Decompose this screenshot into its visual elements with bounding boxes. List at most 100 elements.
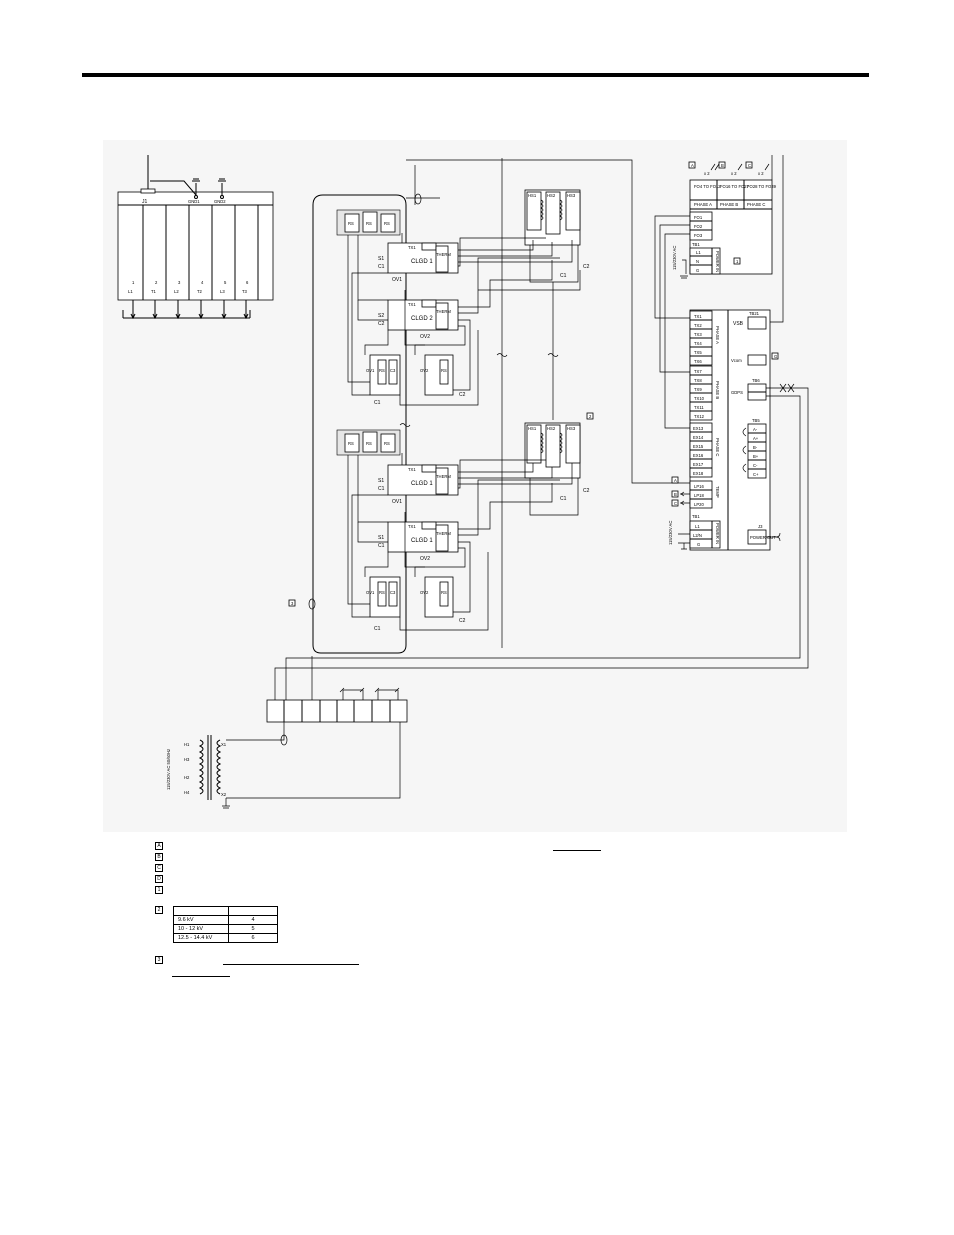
break-symbol-2	[547, 353, 559, 357]
terminal-5-num: 5	[224, 280, 227, 285]
note-a-marker: A	[155, 842, 163, 850]
tb5-b-plus: B+	[753, 454, 759, 459]
note-3-link[interactable]	[223, 964, 359, 965]
power-section: J1 GND1 GND2 1 L1 2 T1 3 L2 4 T2 5 L3	[117, 155, 274, 320]
x2-label: X2	[221, 792, 227, 797]
note-d-marker: D	[155, 875, 163, 883]
ex17-term: EX17	[693, 462, 704, 467]
tx9-term: TX9	[694, 387, 702, 392]
cell-2-wiring	[347, 453, 579, 631]
h1-label: H1	[184, 742, 190, 747]
note-mark-2-cell	[586, 412, 594, 420]
break-symbol-3	[399, 423, 411, 427]
temp-mark-a: A	[674, 478, 677, 483]
hs-2b: HS2	[547, 426, 556, 431]
fo1-term: FO1	[694, 215, 703, 220]
terminal-3-label: L2	[174, 289, 179, 294]
interface-board: TX1 TX2 TX3 TX4 TX5 TX6 PHASE A TX7 TX8 …	[668, 309, 781, 551]
s-2a: S1	[378, 478, 384, 484]
x1-label: X1	[221, 742, 227, 747]
fo3-term: FO3	[694, 233, 703, 238]
terminal-6-num: 6	[246, 280, 249, 285]
tx-2b: TX1	[408, 524, 416, 529]
hs-1b: HS2	[547, 193, 556, 198]
rs-1c: RS	[384, 221, 390, 226]
c-1a: C1	[378, 264, 385, 270]
s-1a: S1	[378, 256, 384, 262]
power-section-frame	[117, 191, 274, 301]
hs-1c: HS3	[567, 193, 576, 198]
ov-2a: OV1	[392, 499, 402, 505]
temp-mark-b: B	[674, 492, 677, 497]
ex18-term: EX18	[693, 471, 704, 476]
rs-part-1b: RS	[441, 368, 447, 373]
tb21-label: TB21	[749, 311, 760, 316]
fo-mult-a: x 2	[704, 171, 710, 176]
fo-tb1: TB1	[692, 242, 700, 247]
tx2-term: TX2	[694, 323, 702, 328]
fo-header-b-range: FO16 TO FO27	[720, 184, 750, 189]
hs-c2-label-2: C2	[583, 488, 590, 494]
ex14-term: EX14	[693, 435, 704, 440]
note-3-link-2[interactable]	[172, 976, 230, 977]
ov-part-1a: OV1	[366, 368, 375, 373]
cell-enclosure	[312, 194, 407, 654]
gnd1-label: GND1	[188, 199, 200, 204]
cell-1-wiring	[347, 233, 579, 406]
ov-1a: OV1	[392, 277, 402, 283]
break-symbol-1	[496, 353, 508, 357]
tb6-label: TB6	[752, 378, 760, 383]
gate-driver-2a: TX1 CLGD 1 THERM S1 C1 OV1	[378, 464, 459, 505]
temp-block: LP16 LP18 LP20 TEMP A B C	[671, 476, 720, 509]
temp-mark-c: C	[674, 501, 677, 506]
fo-header-b-phase: PHASE B	[720, 202, 738, 207]
fo-power-n: N	[696, 259, 699, 264]
note-a-link[interactable]	[553, 850, 601, 851]
terminal-1-num: 1	[132, 280, 135, 285]
fo-power-in: POWER IN	[715, 251, 720, 272]
board-1a-name: CLGD 1	[411, 259, 433, 265]
c2-label-1: C2	[459, 392, 466, 398]
tx6-term: TX6	[694, 359, 702, 364]
note-3-marker: 3	[155, 956, 163, 964]
tx10-term: TX10	[694, 396, 705, 401]
hs-2a: HS1	[528, 426, 537, 431]
control-transformer: H1 H3 H2 H4 X1 X2 115/230V AC 50/60Hz	[166, 722, 401, 809]
rs-part-1a: RS	[379, 368, 385, 373]
j3-power-out: POWER OUT	[750, 535, 776, 540]
terminal-4-num: 4	[201, 280, 204, 285]
tx8-term: TX8	[694, 378, 702, 383]
note-c-marker: C	[155, 864, 163, 872]
lp18-term: LP18	[694, 493, 704, 498]
kv-rating: 12.5 - 14.4 kV	[173, 933, 229, 943]
tx5-term: TX5	[694, 350, 702, 355]
s-1b: S2	[378, 313, 384, 319]
c3-part-2: C3	[390, 590, 396, 595]
ov-2b: OV2	[420, 556, 430, 562]
hs-c1-label-1: C1	[560, 273, 567, 279]
rs-part-2a: RS	[379, 590, 385, 595]
ex13-term: EX13	[693, 426, 704, 431]
fo-header-c-phase: PHASE C	[747, 202, 765, 207]
c-2a: C1	[378, 486, 385, 492]
note-mark-3-cell	[288, 599, 296, 607]
phase-a-block: TX1 TX2 TX3 TX4 TX5 TX6 PHASE A	[689, 310, 720, 366]
terminal-5-label: L3	[220, 289, 225, 294]
phase-cell-2: RS RS RS HS1 HS2 HS3 TX1 CLGD 1 THERM S1…	[336, 422, 590, 632]
fo-mark-b: B	[721, 163, 724, 168]
j1-connector	[140, 188, 156, 194]
c-2b: C1	[378, 543, 385, 549]
tx4-term: TX4	[694, 341, 702, 346]
kv-row: 9.6 kV 4	[173, 915, 278, 925]
header-rule	[82, 73, 869, 77]
kv-table-header	[173, 906, 278, 916]
snubber-1b	[424, 354, 454, 396]
cable-tie-1	[414, 193, 422, 205]
fo-power-g: G	[696, 268, 699, 273]
therm-2a: THERM	[436, 474, 451, 479]
ib-power-in: POWER IN	[715, 523, 720, 544]
g-mark: G	[774, 354, 777, 359]
tb5-c-minus: C-	[753, 463, 758, 468]
fo-mult-b: x 2	[731, 171, 737, 176]
